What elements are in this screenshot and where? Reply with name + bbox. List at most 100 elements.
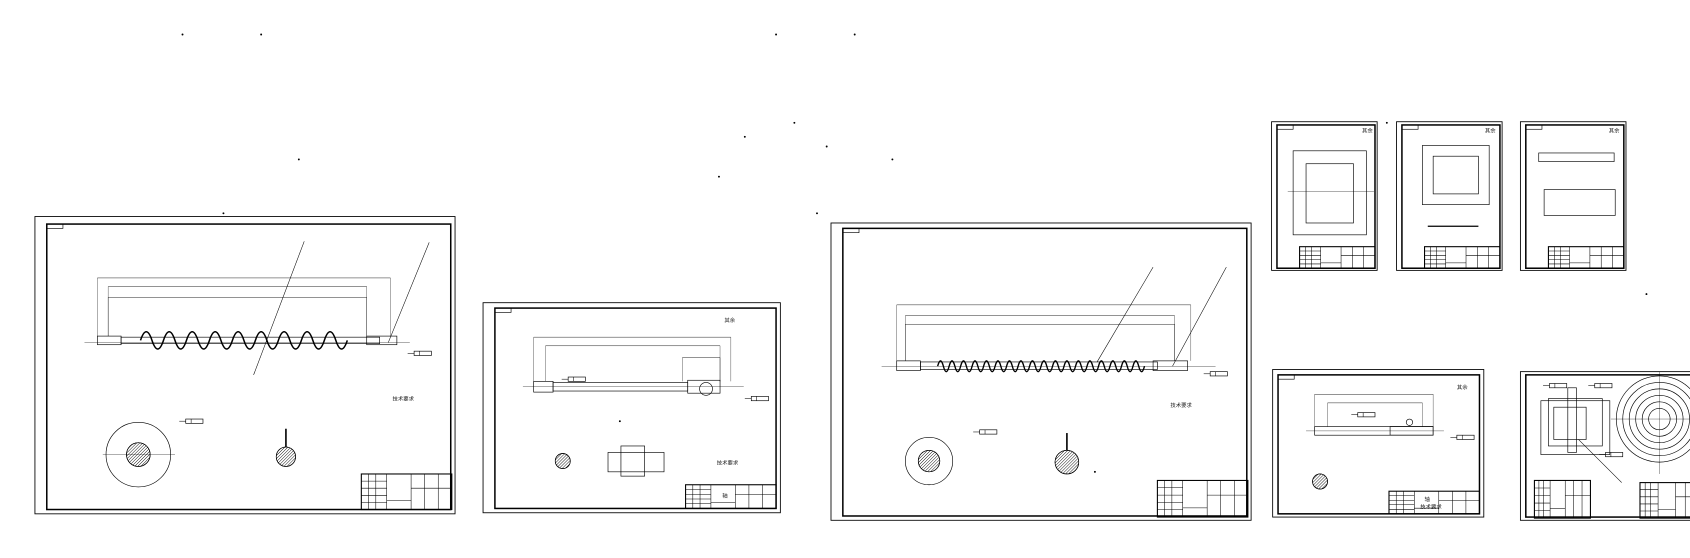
sheet-3-tolerance-frame bbox=[1209, 371, 1228, 377]
stray-point bbox=[1645, 293, 1648, 296]
sheet-1-title-block bbox=[360, 473, 453, 511]
tech-requirements-title-4: 技术要求 bbox=[1420, 502, 1442, 510]
sheet-3-tolerance-frame bbox=[979, 429, 998, 435]
sheet-3-shaft bbox=[920, 361, 1158, 370]
sheet-8-bore bbox=[1567, 387, 1577, 453]
roughness-note-5: 其余 bbox=[1609, 126, 1620, 134]
sheet-8-inner-frame bbox=[1525, 374, 1690, 518]
title-block-name-1: 轴 bbox=[722, 492, 727, 500]
sheet-7-tolerance-frame bbox=[1456, 434, 1475, 440]
sheet-8-dim-box bbox=[1540, 400, 1611, 455]
sheet-8-tolerance-frame bbox=[1549, 383, 1568, 389]
roughness-note-4: 其余 bbox=[1485, 126, 1496, 134]
sheet-2-section-section-outline bbox=[554, 453, 571, 469]
stray-point bbox=[816, 212, 818, 215]
stray-point bbox=[743, 135, 746, 138]
stray-point bbox=[1385, 121, 1388, 124]
tech-requirements-title-1: 技术要求 bbox=[393, 395, 415, 403]
sheet-1-leader bbox=[388, 242, 430, 343]
sheet-1-shaft bbox=[120, 336, 380, 344]
sheet-8-outer-frame bbox=[1519, 371, 1690, 521]
sheet-2-tolerance-frame bbox=[750, 396, 769, 402]
sheet-7-section-section-outline bbox=[1312, 473, 1328, 490]
sheet-1-tolerance-frame bbox=[413, 350, 432, 356]
stray-point bbox=[825, 145, 828, 148]
sheet-3-title-block bbox=[1156, 479, 1249, 518]
tech-requirements-title-2: 技术要求 bbox=[717, 458, 739, 466]
sheet-4-title-block bbox=[1299, 246, 1376, 269]
stray-point bbox=[618, 420, 621, 423]
sheet-4-corner-label bbox=[1276, 124, 1294, 130]
sheet-7-tolerance-frame bbox=[1357, 412, 1376, 418]
stray-point bbox=[775, 33, 778, 36]
sheet-1-outer-frame bbox=[34, 216, 456, 515]
stray-point bbox=[853, 33, 856, 36]
sheet-2-outer-frame bbox=[482, 302, 781, 514]
sheet-8-outline bbox=[1548, 398, 1603, 447]
sheet-1-screw-flight bbox=[139, 331, 349, 350]
sheet-5-outer-frame bbox=[1396, 121, 1503, 271]
sheet-1-tolerance-frame bbox=[185, 418, 204, 424]
stray-point bbox=[1093, 470, 1096, 473]
sheet-2-detail-part bbox=[620, 445, 645, 477]
sheet-7-title-block bbox=[1388, 490, 1481, 515]
sheet-3-end-view bbox=[905, 437, 954, 486]
sheet-6-block bbox=[1543, 189, 1616, 216]
sheet-1-inner-frame bbox=[46, 223, 452, 511]
sheet-8-tolerance-frame bbox=[1594, 383, 1613, 389]
sheet-3-shaft-end bbox=[1152, 360, 1188, 371]
sheet-3-leader bbox=[1172, 267, 1227, 367]
title-block-name-2: 轴 bbox=[1425, 495, 1430, 503]
sheet-7-circle bbox=[1405, 418, 1414, 426]
stray-point bbox=[297, 158, 300, 161]
sheet-6-corner-label bbox=[1525, 124, 1543, 130]
sheet-7-shaft-step bbox=[1389, 426, 1434, 436]
sheet-1-shaft-end bbox=[97, 335, 122, 346]
sheet-6-plate bbox=[1538, 152, 1615, 162]
sheet-2-title-block bbox=[685, 484, 777, 509]
sheet-5-frame-part bbox=[1422, 145, 1490, 205]
stray-point bbox=[222, 212, 225, 215]
stray-point bbox=[891, 158, 894, 161]
sheet-2-detail-view bbox=[607, 452, 665, 473]
sheet-3-section-outline bbox=[917, 449, 941, 473]
sheet-3-shaft-end bbox=[896, 360, 921, 371]
sheet-2-corner-label bbox=[494, 307, 512, 313]
sheet-7-corner-label bbox=[1277, 374, 1295, 380]
tech-requirements-title-3: 技术要求 bbox=[1170, 401, 1192, 409]
sheet-2-inner-frame bbox=[494, 307, 777, 510]
stray-point bbox=[181, 33, 184, 36]
sheet-1-corner-label bbox=[46, 223, 64, 229]
sheet-8-title-block bbox=[1639, 482, 1690, 519]
roughness-note-2: 其余 bbox=[1457, 383, 1468, 391]
stray-point bbox=[717, 175, 720, 178]
sheet-3-leader bbox=[1096, 267, 1154, 363]
sheet-3-screw-flight bbox=[936, 360, 1146, 373]
sheet-3-outer-frame bbox=[830, 222, 1252, 521]
sheet-3-inner-frame bbox=[842, 227, 1248, 517]
sheet-8-table bbox=[1533, 479, 1591, 519]
sheet-1-shaft-end bbox=[366, 335, 398, 346]
sheet-5-inner bbox=[1432, 155, 1479, 195]
sheet-6-title-block bbox=[1547, 246, 1625, 269]
sheet-7-inner-frame bbox=[1277, 374, 1481, 515]
sheet-2-shaft-step bbox=[687, 379, 721, 394]
roughness-note-1: 其余 bbox=[724, 316, 735, 324]
sheet-2-tolerance-frame bbox=[567, 376, 586, 382]
sheet-6-outer-frame bbox=[1519, 121, 1627, 271]
stray-point bbox=[260, 33, 263, 36]
sheet-4-inner bbox=[1305, 163, 1354, 224]
sheet-8-hub bbox=[1553, 406, 1587, 440]
sheet-3-corner-label bbox=[842, 228, 860, 234]
sheet-7-outer-frame bbox=[1272, 369, 1485, 518]
sheet-1-leader bbox=[253, 241, 305, 375]
sheet-4-plate bbox=[1292, 150, 1367, 236]
sheet-5-corner-label bbox=[1401, 124, 1419, 130]
sheet-4-outer-frame bbox=[1271, 121, 1378, 271]
roughness-note-3: 其余 bbox=[1362, 126, 1373, 134]
sheet-2-circle bbox=[699, 382, 713, 396]
stray-point bbox=[793, 121, 796, 124]
sheet-8-leader bbox=[1578, 439, 1622, 483]
sheet-5-title-block bbox=[1424, 246, 1501, 269]
